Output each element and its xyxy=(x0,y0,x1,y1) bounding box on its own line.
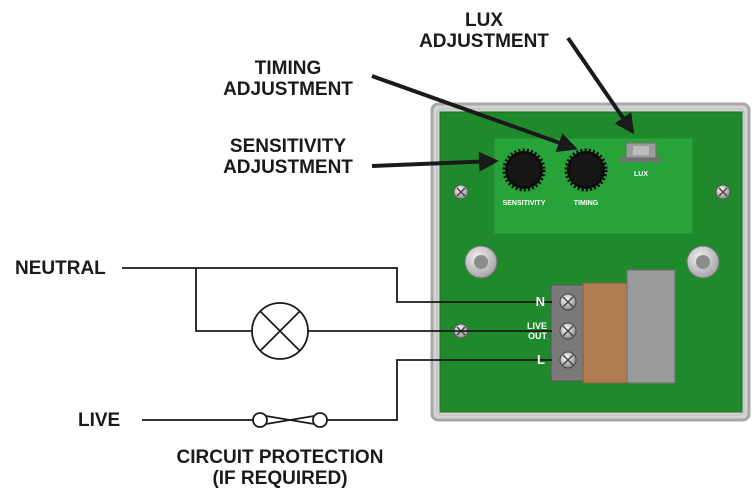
terminal-screw-n xyxy=(559,293,577,311)
standoff-left xyxy=(464,245,498,279)
circuit-protection-line1: CIRCUIT PROTECTION xyxy=(176,447,384,468)
wiring xyxy=(122,267,552,421)
live-label: LIVE xyxy=(78,410,121,431)
terminal-l-label: L xyxy=(537,352,545,367)
screw-left-icon xyxy=(453,184,469,200)
live-protected-wire xyxy=(327,359,552,421)
knob-sensitivity-label: SENSITIVITY xyxy=(502,200,546,207)
lux-board-label: LUX xyxy=(634,171,648,178)
terminal-screw-l xyxy=(559,351,577,369)
terminal-screw-live-out xyxy=(559,322,577,340)
terminal-live-out-label: LIVE OUT xyxy=(515,321,547,341)
lux-label-line1: LUX xyxy=(465,10,503,31)
lux-arrow xyxy=(566,36,635,135)
lux-slider xyxy=(620,142,662,162)
standoff-right xyxy=(686,245,720,279)
housing-inner-border xyxy=(436,108,745,416)
fuse-icon xyxy=(252,412,328,428)
neutral-wire xyxy=(122,267,552,303)
terminal-n-label: N xyxy=(535,294,545,309)
circuit-protection-label: CIRCUIT PROTECTION (IF REQUIRED) xyxy=(150,447,410,489)
screw-right-icon xyxy=(715,184,731,200)
lux-label-line2: ADJUSTMENT xyxy=(419,31,549,52)
timing-knob xyxy=(564,148,608,192)
circuit-protection-line2: (IF REQUIRED) xyxy=(212,468,348,489)
lamp-icon xyxy=(251,302,309,360)
knob-timing-label: TIMING xyxy=(573,200,599,207)
terminal-live-out-line1: LIVE xyxy=(526,321,547,331)
lamp-neutral-wire xyxy=(195,268,252,332)
sensitivity-arrow xyxy=(371,151,499,172)
neutral-label: NEUTRAL xyxy=(15,258,106,279)
timing-label: TIMING ADJUSTMENT xyxy=(208,58,368,100)
sensitivity-label-line2: ADJUSTMENT xyxy=(223,157,353,178)
sensitivity-knob xyxy=(502,148,546,192)
terminal-live-out-line2: OUT xyxy=(528,331,547,341)
lux-label: LUX ADJUSTMENT xyxy=(404,10,564,52)
pointer-arrows xyxy=(371,36,635,172)
timing-label-line1: TIMING xyxy=(254,58,322,79)
timing-arrow xyxy=(371,74,578,153)
timing-label-line2: ADJUSTMENT xyxy=(223,79,353,100)
sensitivity-label: SENSITIVITY ADJUSTMENT xyxy=(208,136,368,178)
sensitivity-label-line1: SENSITIVITY xyxy=(229,136,347,157)
